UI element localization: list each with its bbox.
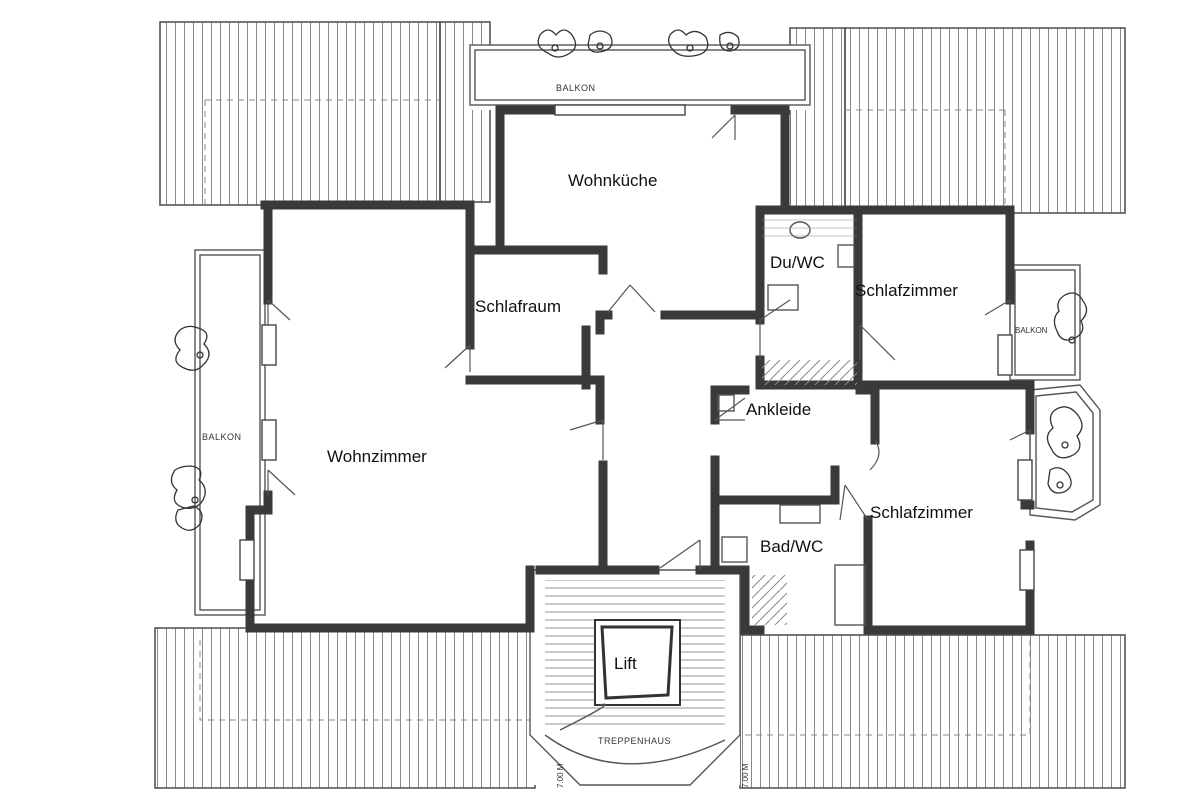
- closet-hatch: [762, 360, 857, 385]
- balcony-west: BALKON: [170, 249, 266, 616]
- room-label-bad-wc: Bad/WC: [760, 537, 823, 556]
- doors: [267, 114, 1031, 570]
- balcony-east-label: BALKON: [1015, 326, 1048, 335]
- walls: [245, 105, 1035, 635]
- dimension-right: 7.00 M: [741, 763, 750, 788]
- windows-west: [239, 104, 1035, 591]
- stairwell-label: TREPPENHAUS: [598, 736, 671, 746]
- room-label-ankleide: Ankleide: [746, 400, 811, 419]
- bathroom-fixtures: [717, 215, 866, 626]
- room-label-schlafzimmer-ne: Schlafzimmer: [855, 281, 958, 300]
- room-label-wohnkueche: Wohnküche: [568, 171, 657, 190]
- room-label-wohnzimmer: Wohnzimmer: [327, 447, 427, 466]
- room-label-lift: Lift: [614, 654, 637, 673]
- room-label-schlafzimmer-se: Schlafzimmer: [870, 503, 973, 522]
- plant-cluster-bay: [1046, 406, 1083, 494]
- double-sink: [779, 504, 821, 524]
- room-label-schlafraum: Schlafraum: [475, 297, 561, 316]
- tile-hatch: [762, 215, 857, 243]
- cabinet-ankleide: [717, 394, 735, 412]
- plant-cluster-north: [537, 29, 740, 58]
- plant-cluster-east: [1053, 292, 1088, 344]
- bathtub: [834, 564, 866, 626]
- shower-tray: [767, 284, 799, 311]
- room-label-du-wc: Du/WC: [770, 253, 825, 272]
- roof-area-northeast: [844, 27, 1126, 214]
- balcony-north-label: BALKON: [556, 83, 596, 93]
- roof-area-southwest: [154, 627, 536, 789]
- balcony-west-label: BALKON: [202, 432, 242, 442]
- sink-bad: [721, 536, 748, 563]
- plant-cluster-west: [170, 325, 210, 531]
- roof-area-northwest: [159, 21, 441, 206]
- bay-window-east: [1029, 384, 1101, 521]
- sink-du-wc: [837, 244, 855, 268]
- bath-hatch: [752, 575, 787, 625]
- room-labels: Wohnküche Du/WC Schlafzimmer Schlafraum …: [327, 171, 973, 673]
- stairwell: TREPPENHAUS 7.00 M 7.00 M: [529, 569, 750, 788]
- roof-area-southeast: [739, 634, 1126, 789]
- dimension-left: 7.00 M: [556, 763, 565, 788]
- roof-dashed-outlines: [199, 99, 1031, 736]
